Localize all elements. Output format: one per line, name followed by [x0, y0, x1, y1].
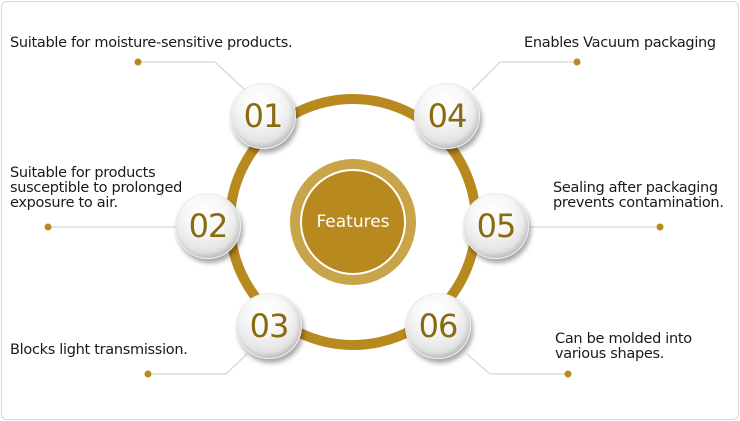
- feature-text-06: Can be molded into various shapes.: [555, 331, 692, 362]
- feature-text-04: Enables Vacuum packaging: [524, 35, 716, 51]
- badge-01: 01: [230, 83, 296, 149]
- badge-04: 04: [414, 83, 480, 149]
- center-circle: Features: [290, 159, 416, 285]
- connector-01: [138, 61, 246, 91]
- badge-03: 03: [236, 293, 302, 359]
- feature-text-03: Blocks light transmission.: [10, 342, 188, 358]
- connector-dot-03: [144, 370, 152, 378]
- connector-dot-02: [44, 223, 52, 231]
- connector-06: [466, 353, 568, 375]
- badge-05: 05: [463, 193, 529, 259]
- connector-dot-05: [656, 223, 664, 231]
- badge-06: 06: [405, 293, 471, 359]
- connector-04: [471, 61, 577, 91]
- badge-02: 02: [175, 193, 241, 259]
- connector-03: [148, 353, 248, 375]
- feature-text-02: Suitable for products susceptible to pro…: [10, 165, 182, 211]
- feature-text-01: Suitable for moisture-sensitive products…: [10, 35, 293, 51]
- center-label: Features: [300, 169, 406, 275]
- connector-dot-06: [564, 370, 572, 378]
- feature-text-05: Sealing after packaging prevents contami…: [553, 180, 724, 211]
- connector-dot-04: [573, 58, 581, 66]
- connector-dot-01: [134, 58, 142, 66]
